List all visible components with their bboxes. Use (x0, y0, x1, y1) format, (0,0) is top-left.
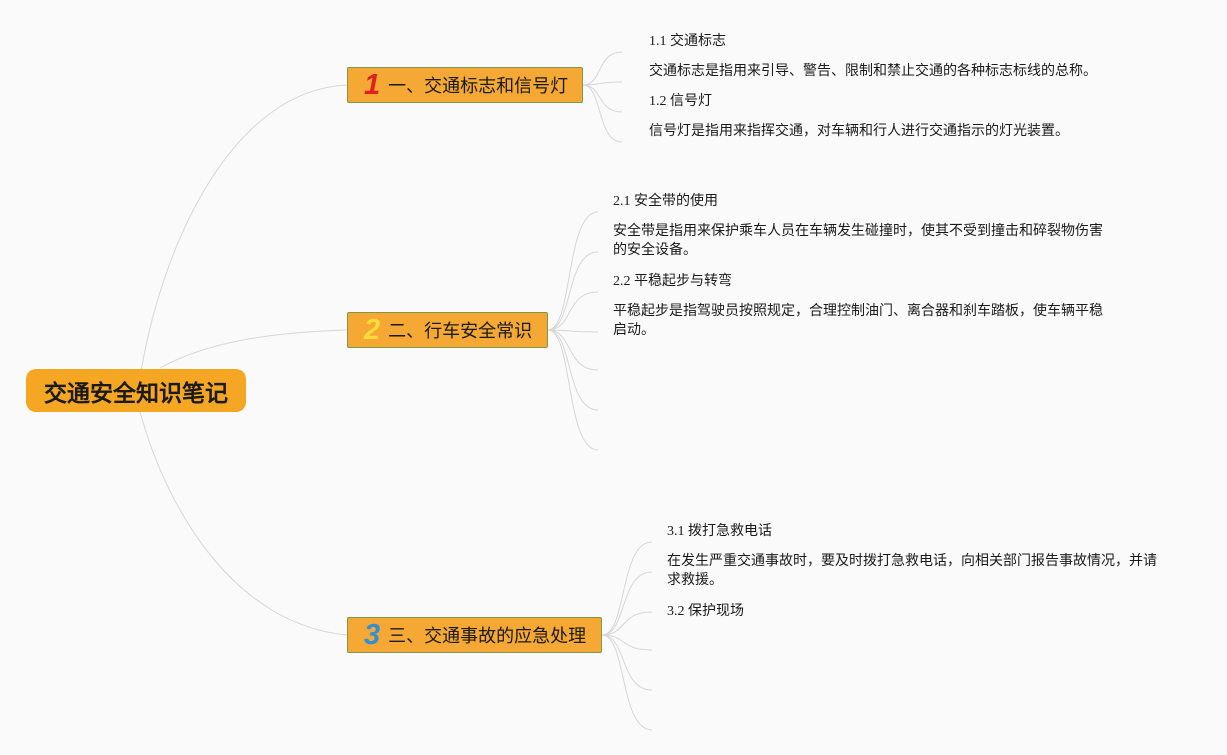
leaf-subtopic-title[interactable]: 1.2 信号灯 (649, 94, 712, 109)
branch-topic-label: 三、交通事故的应急处理 (388, 626, 587, 647)
connector-root-branch (139, 411, 348, 636)
connector-branch-leaf (582, 81, 623, 86)
leaf-subtopic-title[interactable]: 2.2 平稳起步与转弯 (613, 274, 732, 289)
connector-branch-leaf (547, 329, 599, 411)
branch-number-badge: 1 (364, 68, 381, 101)
connector-branch-leaf (601, 611, 653, 636)
connector-branch-leaf (601, 634, 653, 651)
connector-branch-leaf (582, 84, 623, 143)
branch-topic-label: 二、行车安全常识 (388, 321, 533, 342)
connector-branch-leaf (601, 541, 653, 636)
leaf-subtopic-text[interactable]: 交通标志是指用来引导、警告、限制和禁止交通的各种标志标线的总称。 (649, 64, 1097, 79)
connector-branch-leaf (582, 84, 623, 113)
connector-root-branch (159, 329, 348, 369)
connector-root-branch (139, 84, 348, 379)
connector-branch-leaf (547, 329, 599, 451)
branch-topic-label: 一、交通标志和信号灯 (388, 76, 569, 97)
branch-topic-driving-safety[interactable]: 2 二、行车安全常识 (347, 312, 548, 348)
root-topic[interactable]: 交通安全知识笔记 (26, 369, 246, 412)
root-topic-label: 交通安全知识笔记 (44, 380, 228, 407)
branch-topic-accident-response[interactable]: 3 三、交通事故的应急处理 (347, 617, 602, 653)
connector-branch-leaf (547, 329, 599, 371)
connector-branch-leaf (547, 211, 599, 331)
leaf-subtopic-text[interactable]: 安全带是指用来保护乘车人员在车辆发生碰撞时，使其不受到撞击和碎裂物伤害的安全设备… (613, 224, 1103, 258)
leaf-subtopic-text[interactable]: 信号灯是指用来指挥交通，对车辆和行人进行交通指示的灯光装置。 (649, 124, 1069, 139)
branch-number-badge: 3 (364, 618, 381, 651)
branch-topic-traffic-signs[interactable]: 1 一、交通标志和信号灯 (347, 67, 583, 103)
leaf-subtopic-text[interactable]: 平稳起步是指驾驶员按照规定，合理控制油门、离合器和刹车踏板，使车辆平稳启动。 (613, 304, 1103, 338)
leaf-subtopic-title[interactable]: 3.1 拨打急救电话 (667, 524, 772, 539)
connector-branch-leaf (601, 571, 653, 636)
connector-branch-leaf (601, 634, 653, 731)
leaf-subtopic-title[interactable]: 1.1 交通标志 (649, 34, 726, 49)
connector-branch-leaf (601, 634, 653, 691)
leaf-subtopic-text[interactable]: 在发生严重交通事故时，要及时拨打急救电话，向相关部门报告事故情况，并请求救援。 (667, 554, 1157, 588)
connector-branch-leaf (547, 291, 599, 331)
connector-branch-leaf (582, 51, 623, 86)
leaf-subtopic-title[interactable]: 3.2 保护现场 (667, 604, 744, 619)
connector-branch-leaf (547, 329, 599, 333)
connector-branch-leaf (547, 251, 599, 331)
branch-number-badge: 2 (364, 313, 381, 346)
leaf-subtopic-title[interactable]: 2.1 安全带的使用 (613, 194, 718, 209)
